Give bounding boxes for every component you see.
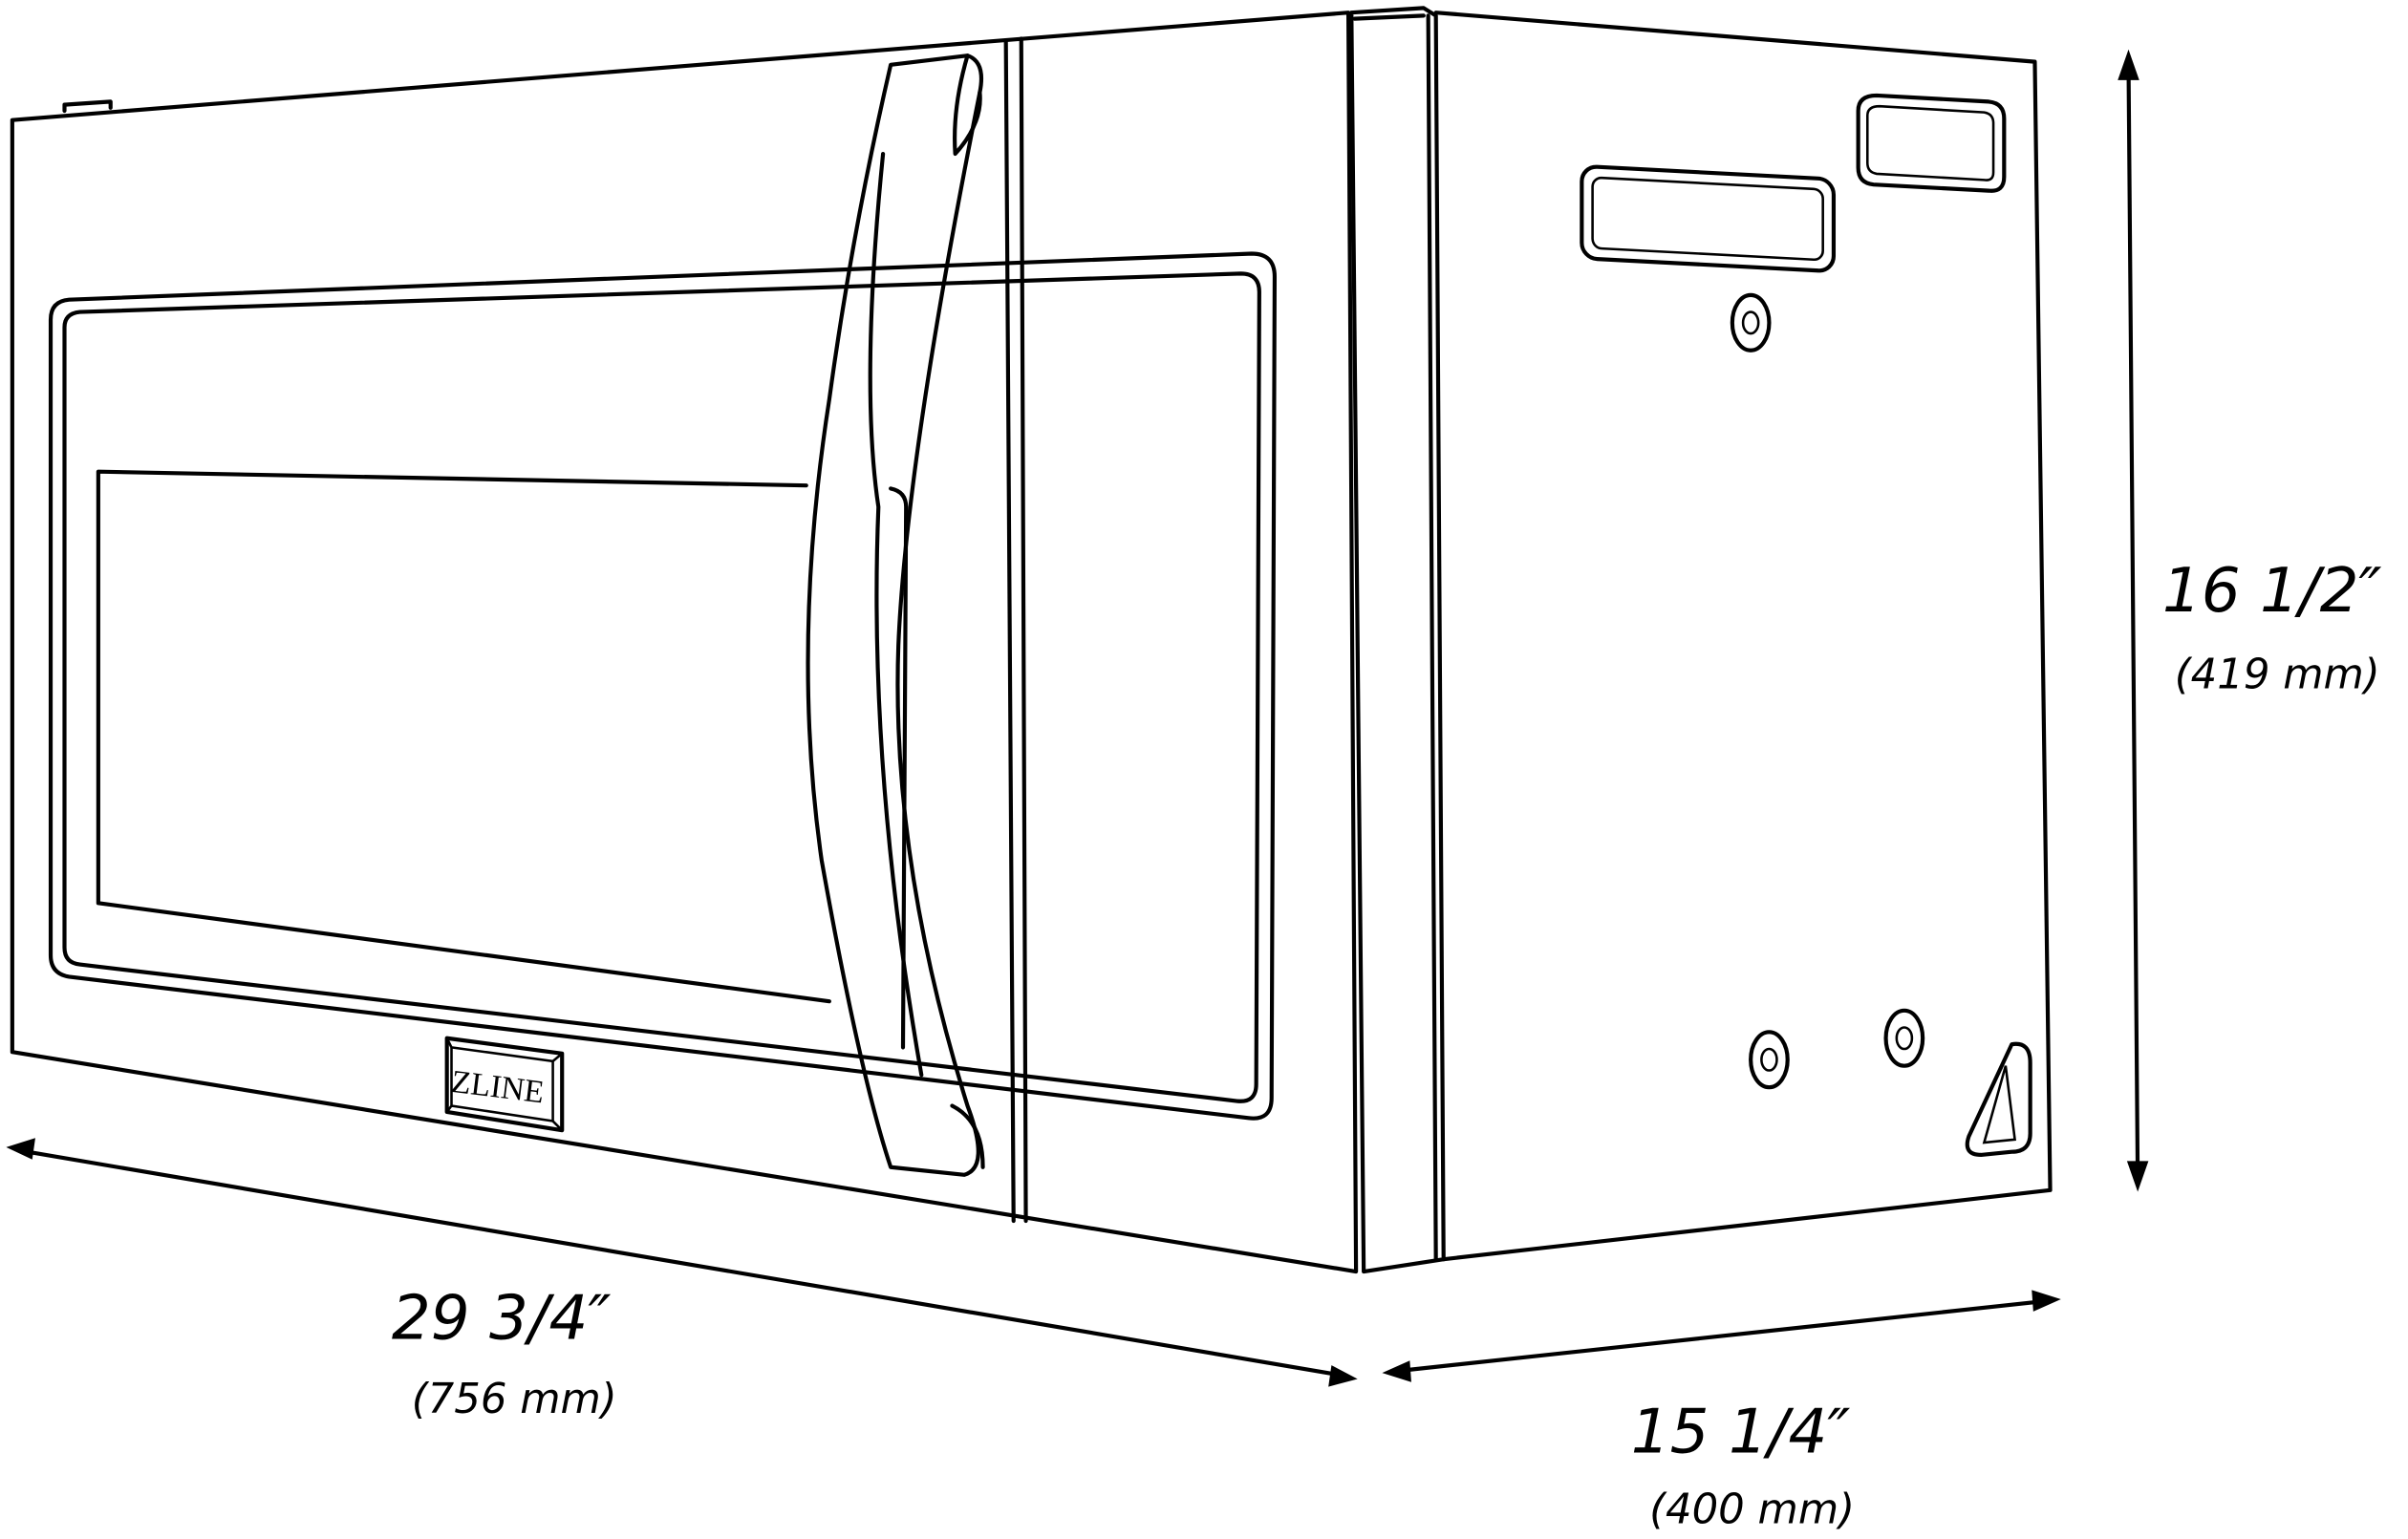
height-imperial-label: 16 1/2″: [2162, 555, 2382, 627]
screw-icon: [1749, 1030, 1790, 1090]
microwave-side: [1433, 11, 2053, 1262]
screw-icon: [1883, 1008, 1925, 1068]
height-dimension: 16 1/2″ (419 mm): [2118, 49, 2382, 1192]
height-metric-label: (419 mm): [2175, 651, 2380, 698]
width-imperial-label: 29 3/4″: [392, 1283, 612, 1355]
door-edge: [1349, 6, 1446, 1274]
window-frame-outer: [48, 251, 1278, 1121]
depth-metric-label: (400 mm): [1649, 1486, 1855, 1534]
triangle-cutout: [1965, 1041, 2032, 1157]
depth-dimension: 15 1/4″ (400 mm): [1382, 1290, 2061, 1534]
brand-logo-text: ZLINE: [449, 1064, 546, 1111]
microwave-front: [10, 11, 1359, 1274]
window-frame-inner: [62, 271, 1261, 1103]
door-seam: [1003, 38, 1016, 1224]
width-dimension: 29 3/4″ (756 mm): [6, 1138, 1358, 1423]
vent-right: [1856, 93, 2007, 193]
vent-left: [1580, 164, 1837, 273]
width-metric-label: (756 mm): [412, 1376, 617, 1423]
window-glass: [96, 469, 831, 1004]
depth-imperial-label: 15 1/4″: [1631, 1397, 1851, 1468]
zline-badge: ZLINE: [444, 1036, 565, 1133]
door-handle: [806, 53, 985, 1177]
screw-icon: [1730, 292, 1772, 353]
